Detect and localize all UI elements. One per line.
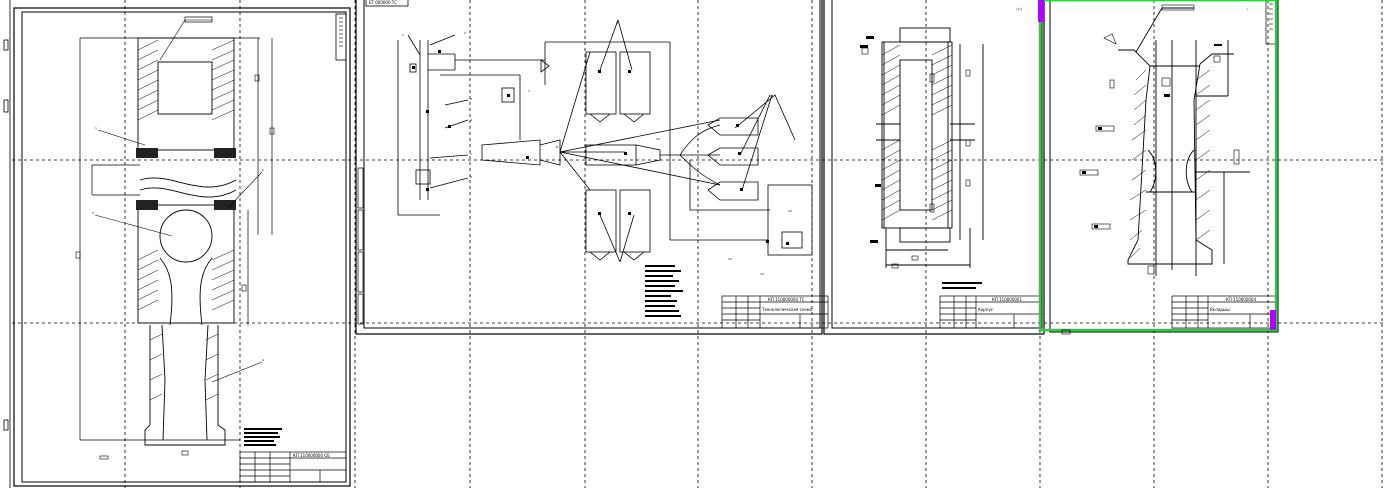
sheet-4-title-caption: Вкладыш [1210, 307, 1230, 312]
sheet-2-leader-2: 2 [464, 31, 466, 35]
sheet-1-leader-3: 3 [92, 211, 94, 215]
sheet-2-leader-5: 5 [470, 152, 472, 156]
sheet-2-leader-4: 4 [470, 118, 472, 122]
left-ruler [3, 0, 11, 488]
sheet-2-leader-3: 3 [470, 97, 472, 101]
selection-handle-bottom[interactable] [1270, 310, 1276, 330]
sheet-3-stamp: КП 110000001 [992, 297, 1022, 302]
sheet-2-title-caption: Технологическая схема [761, 307, 813, 312]
sheet-3-title-block [939, 295, 1043, 329]
sheet-2-leader-7: 7 [528, 89, 530, 93]
sheet-2-leader-1: 1 [402, 33, 404, 37]
sheet-2-leader-11: 11 [770, 94, 774, 98]
sheet-4[interactable]: √ [1038, 0, 1279, 335]
selection-handle-top[interactable] [1038, 0, 1044, 22]
page-grid [12, 0, 1386, 488]
sheet-1-title-block [239, 451, 347, 483]
sheet-1-stamp: КП 110000000 СБ [293, 453, 330, 458]
sheet-2-stamp: КП 110000000 ТС [768, 297, 805, 302]
sheet-1[interactable]: 1 2 3 4 [13, 7, 351, 487]
selection-grip[interactable] [1061, 329, 1071, 335]
sheet-2[interactable]: ЕТ 000000 ТС [355, 0, 829, 335]
sheet-4-stamp: КП 110000004 [1226, 297, 1256, 302]
sheet-2-leader-12: 12 [788, 209, 792, 213]
sheet-3-roughness: √(√) [1016, 7, 1022, 11]
sheet-1-leader-4: 4 [262, 358, 264, 362]
sheet-3[interactable]: √(√) [823, 0, 1045, 335]
sheet-2-leader-13: 13 [728, 257, 732, 261]
sheet-3-title-caption: Корпус [978, 307, 993, 312]
sheet-2-corner-stamp: ЕТ 000000 ТС [369, 0, 397, 5]
sheet-2-leader-10: 10 [656, 137, 660, 141]
sheet-2-leader-9: 9 [616, 21, 618, 25]
sheet-2-leader-14: 14 [760, 272, 764, 276]
sheet-2-title-block [721, 295, 829, 329]
sheet-1-leader-2: 2 [262, 168, 264, 172]
sheet-2-leader-6: 6 [470, 175, 472, 179]
sheet-2-leader-8: 8 [556, 145, 558, 149]
sheet-1-leader-1: 1 [95, 126, 97, 130]
sheet-4-roughness: √ [1246, 7, 1248, 11]
selection-frame[interactable] [1038, 0, 1278, 332]
